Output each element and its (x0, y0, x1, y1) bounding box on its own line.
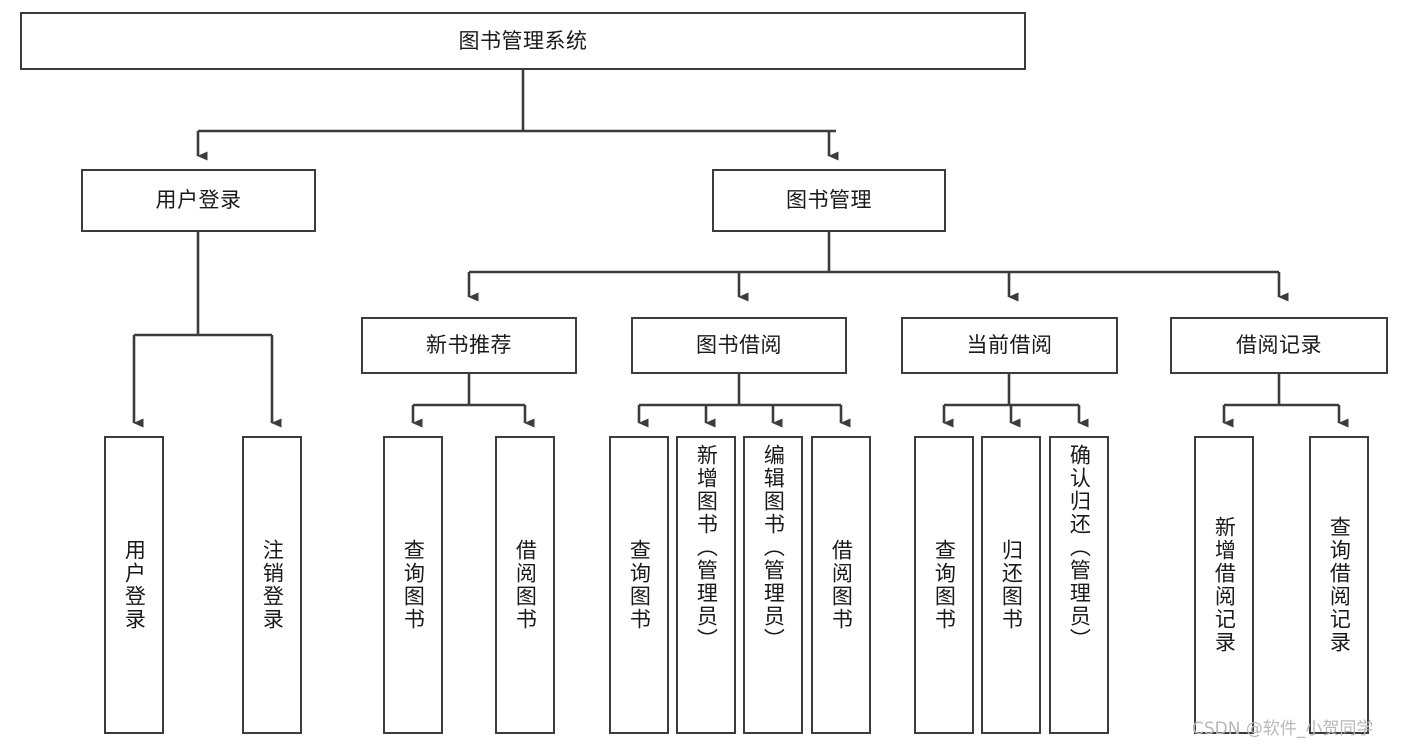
node-book-manage-label: 图书管理 (786, 188, 872, 213)
node-root[interactable]: 图书管理系统 (20, 12, 1026, 70)
node-leaf-query-book-3[interactable]: 查询图书 (914, 436, 974, 734)
node-user-login-label: 用户登录 (155, 188, 242, 213)
node-book-borrow[interactable]: 图书借阅 (631, 317, 847, 374)
node-borrow-record[interactable]: 借阅记录 (1170, 317, 1388, 374)
node-leaf-return-book-label: 归还图书 (999, 539, 1024, 631)
node-book-manage[interactable]: 图书管理 (712, 169, 946, 232)
node-leaf-borrow-book-2-label: 借阅图书 (829, 539, 854, 631)
node-book-borrow-label: 图书借阅 (696, 333, 782, 358)
node-leaf-query-record-label: 查询借阅记录 (1327, 516, 1352, 654)
node-current-borrow-label: 当前借阅 (966, 333, 1053, 358)
node-leaf-borrow-book-1-label: 借阅图书 (513, 539, 538, 631)
node-leaf-add-record-label: 新增借阅记录 (1212, 516, 1237, 654)
node-leaf-confirm-return[interactable]: 确认归还（管理员） (1049, 436, 1109, 734)
node-leaf-query-book-3-label: 查询图书 (932, 539, 957, 631)
node-leaf-query-book-1-label: 查询图书 (401, 539, 426, 631)
node-leaf-edit-book-label: 编辑图书（管理员） (761, 444, 786, 651)
node-new-book-recommend[interactable]: 新书推荐 (361, 317, 577, 374)
node-leaf-edit-book[interactable]: 编辑图书（管理员） (743, 436, 803, 734)
node-root-label: 图书管理系统 (458, 28, 588, 53)
node-leaf-add-book[interactable]: 新增图书（管理员） (676, 436, 736, 734)
node-leaf-borrow-book-1[interactable]: 借阅图书 (495, 436, 555, 734)
node-leaf-user-logout[interactable]: 注销登录 (242, 436, 302, 734)
node-leaf-add-book-label: 新增图书（管理员） (694, 444, 719, 651)
node-leaf-user-login[interactable]: 用户登录 (104, 436, 164, 734)
node-leaf-confirm-return-label: 确认归还（管理员） (1067, 444, 1092, 651)
node-leaf-return-book[interactable]: 归还图书 (981, 436, 1041, 734)
node-leaf-query-book-1[interactable]: 查询图书 (383, 436, 443, 734)
node-leaf-user-logout-label: 注销登录 (260, 539, 285, 631)
node-user-login[interactable]: 用户登录 (81, 169, 316, 232)
node-leaf-query-book-2-label: 查询图书 (627, 539, 652, 631)
node-borrow-record-label: 借阅记录 (1236, 333, 1322, 358)
node-leaf-query-book-2[interactable]: 查询图书 (609, 436, 669, 734)
node-current-borrow[interactable]: 当前借阅 (901, 317, 1118, 374)
node-leaf-borrow-book-2[interactable]: 借阅图书 (811, 436, 871, 734)
node-leaf-user-login-label: 用户登录 (122, 539, 147, 631)
node-leaf-query-record[interactable]: 查询借阅记录 (1309, 436, 1369, 734)
node-new-book-recommend-label: 新书推荐 (426, 333, 512, 358)
node-leaf-add-record[interactable]: 新增借阅记录 (1194, 436, 1254, 734)
watermark-label: CSDN @软件_小贺同学 (1192, 719, 1374, 739)
